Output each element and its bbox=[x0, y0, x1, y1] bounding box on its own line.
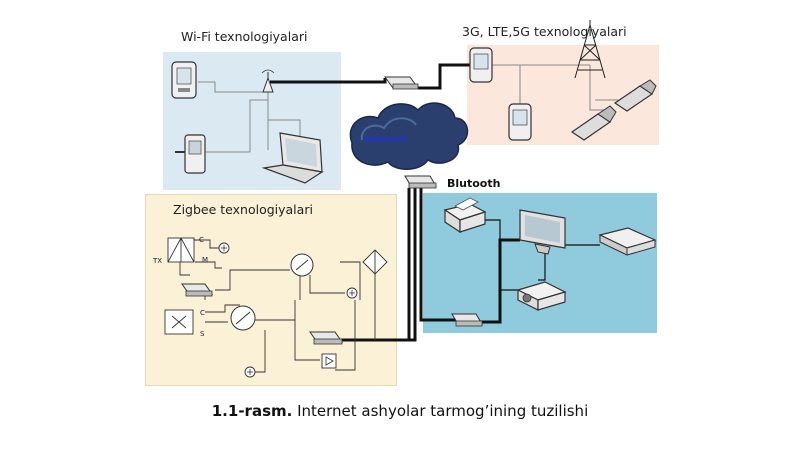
sensor-node-icon bbox=[218, 242, 230, 254]
internet-cloud: Internet bbox=[349, 102, 469, 170]
cellular-pda-icon bbox=[469, 47, 493, 83]
zigbee-label-tx: TX bbox=[152, 257, 162, 265]
router-wifi-uplink bbox=[384, 76, 419, 90]
sensor-node-2-icon bbox=[346, 287, 358, 299]
zigbee-links bbox=[179, 239, 376, 373]
wan-links bbox=[270, 63, 520, 342]
scanner-icon bbox=[598, 227, 657, 256]
actuator-icon bbox=[321, 353, 337, 369]
cloud-label: Internet bbox=[365, 135, 407, 145]
cellular-title: 3G, LTE,5G texnologiyalari bbox=[462, 24, 627, 39]
transmitter-icon bbox=[167, 237, 195, 263]
cellular-phone-icon bbox=[508, 103, 532, 141]
router-bluetooth-hub bbox=[451, 313, 483, 327]
sensor-node-3-icon bbox=[244, 366, 256, 378]
zigbee-label-m: M bbox=[202, 256, 208, 264]
caption-text: Internet ashyolar tarmog’ining tuzilishi bbox=[292, 402, 589, 420]
gauge-1-icon bbox=[290, 253, 314, 277]
zigbee-title: Zigbee texnologiyalari bbox=[173, 202, 313, 217]
cell-tower-icon bbox=[574, 20, 606, 79]
cellular-links bbox=[492, 64, 631, 111]
zigbee-hub-1-icon bbox=[181, 283, 213, 297]
receiver-icon bbox=[164, 309, 194, 335]
laptop-icon bbox=[261, 132, 324, 184]
handheld-scanner-icon bbox=[175, 134, 206, 174]
projector-icon bbox=[516, 281, 567, 311]
flip-phone-icon bbox=[570, 105, 617, 141]
caption-number: 1.1-rasm. bbox=[211, 402, 293, 420]
router-bluetooth-uplink bbox=[404, 175, 437, 189]
gauge-2-icon bbox=[230, 305, 256, 331]
zigbee-antenna-icon bbox=[362, 249, 388, 275]
zigbee-label-c1: C bbox=[199, 236, 204, 244]
monitor-icon bbox=[519, 209, 566, 255]
printer-icon bbox=[443, 197, 487, 234]
zigbee-hub-2-icon bbox=[309, 331, 343, 345]
wifi-title: Wi-Fi texnologiyalari bbox=[181, 29, 308, 44]
zigbee-label-c2: C bbox=[200, 309, 205, 317]
pda-icon bbox=[171, 61, 197, 99]
zigbee-label-s: S bbox=[200, 330, 205, 338]
access-point-icon bbox=[261, 69, 275, 93]
figure-caption: 1.1-rasm. Internet ashyolar tarmog’ining… bbox=[0, 402, 800, 420]
flip-phone-2-icon bbox=[613, 79, 657, 112]
bluetooth-title: Blutooth bbox=[447, 177, 501, 190]
wifi-links bbox=[198, 81, 301, 153]
